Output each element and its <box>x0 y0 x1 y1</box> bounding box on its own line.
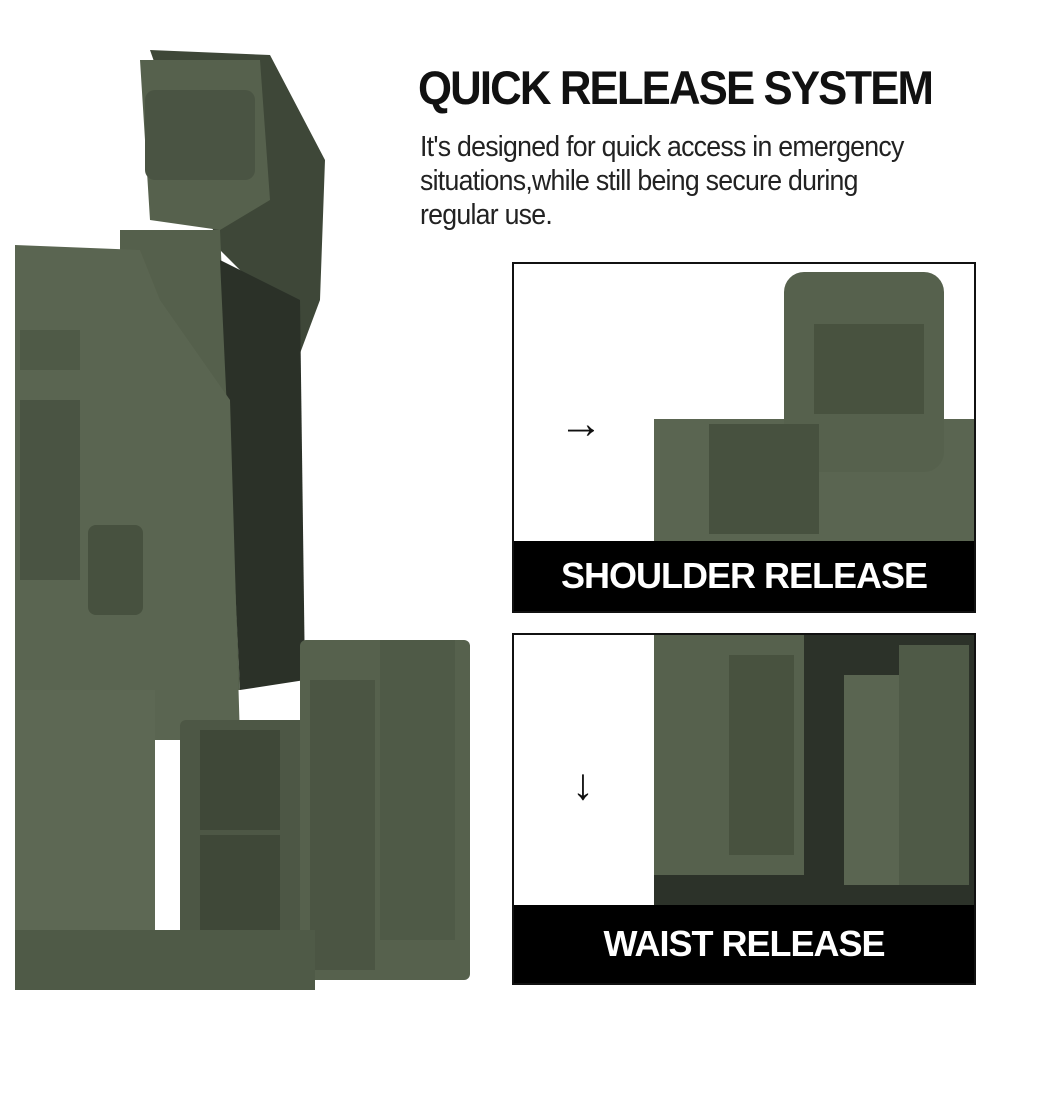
panel-label: WAIST RELEASE <box>514 905 974 983</box>
description: It's designed for quick access in emerge… <box>420 131 904 231</box>
shoulder-buckle-image <box>654 272 974 544</box>
waist-release-panel: ↓ WAIST RELEASE <box>512 633 976 985</box>
waist-buckle-image <box>654 635 974 910</box>
arrow-right-icon: → <box>559 399 603 448</box>
vest-product-image <box>15 50 470 990</box>
panel-label: SHOULDER RELEASE <box>514 541 974 611</box>
page-title: QUICK RELEASE SYSTEM <box>418 61 934 114</box>
shoulder-release-panel: → SHOULDER RELEASE <box>512 262 976 613</box>
arrow-down-icon: ↓ <box>572 760 594 809</box>
